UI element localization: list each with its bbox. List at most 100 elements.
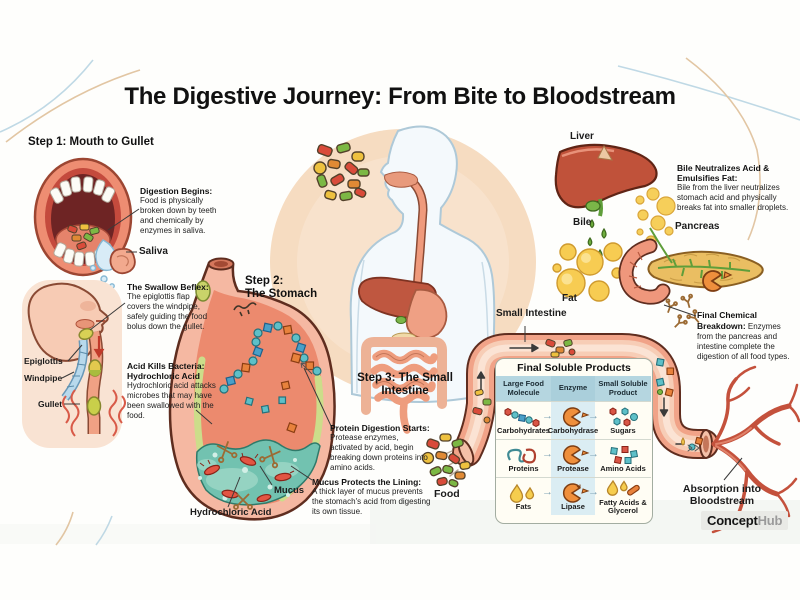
mouth-illustration [33, 157, 136, 289]
intestine-tube [442, 333, 719, 477]
carbohydrate-chain-icon [504, 407, 539, 427]
annotation-acid-heading: Acid Kills Bacteria: Hydrochloric Acid [127, 361, 205, 382]
annotation-bile: Bile Neutralizes Acid & Emulsifies Fat: … [677, 163, 793, 213]
annotation-protein-heading: Protein Digestion Starts: [330, 423, 430, 433]
blood-vessels [711, 365, 800, 534]
annotation-acid: Acid Kills Bacteria: Hydrochloric Acid H… [127, 361, 227, 421]
liver-illustration [554, 143, 658, 260]
table-header-molecule: Large Food Molecule [496, 376, 551, 401]
table-arrow-icon: → [542, 410, 553, 422]
protease-enzyme-icon [562, 444, 590, 465]
enzyme-pacman [702, 270, 723, 292]
enzyme-squiggle [233, 302, 257, 317]
fat-label: Fat [562, 293, 577, 304]
annotation-final-heading: Final Chemical Breakdown: [697, 310, 757, 331]
table-row-carbohydrates-molecule: Carbohydrates [496, 401, 551, 439]
leader-protein [303, 367, 333, 429]
food-on-tongue [67, 223, 100, 251]
emulsified-fat-bubbles [635, 187, 676, 247]
annotation-protein: Protein Digestion Starts: Protease enzym… [330, 423, 432, 473]
fat-droplets [552, 242, 623, 302]
hydrochloric-acid-label: Hydrochloric Acid [190, 507, 272, 518]
mucus-label: Mucus [274, 485, 305, 496]
annotation-swallow-heading: The Swallow Beflex: [127, 282, 209, 292]
carbohydrase-enzyme-icon [562, 406, 590, 427]
food-bolus-2 [86, 396, 102, 416]
bile-label: Bile [573, 217, 592, 228]
table-arrow-icon: → [588, 486, 599, 498]
annotation-acid-body: Hydrochloric acid attacks microbes that … [127, 381, 216, 420]
page-title: The Digestive Journey: From Bite to Bloo… [124, 83, 676, 110]
liver-label: Liver [570, 131, 594, 142]
tube-food-bits [472, 338, 576, 424]
table-header-product: Small Soluble Product [595, 376, 651, 401]
table-arrow-icon: → [588, 448, 599, 460]
table-row-proteins-enzyme: Protease [551, 439, 595, 477]
leader-windpipe [61, 371, 75, 379]
annotation-bile-heading: Bile Neutralizes Acid & Emulsifies Fat: [677, 163, 770, 184]
table-arrow-icon: → [542, 486, 553, 498]
table-row-proteins-molecule: Proteins [496, 439, 551, 477]
head-cross-section [22, 280, 126, 448]
annotation-swallow-body: The epiglottis flap covers the windpipe,… [127, 292, 208, 331]
tongue-profile [75, 319, 95, 329]
stomach-illustration [168, 257, 336, 521]
logo-text-light: Hub [757, 513, 783, 528]
nasal-cavity [80, 301, 96, 311]
table-row-carbohydrates-product: Sugars [595, 401, 651, 439]
leader-mucus-label [259, 465, 273, 486]
annotation-swallow: The Swallow Beflex: The epiglottis flap … [127, 282, 213, 332]
enzyme-wedge [723, 271, 733, 279]
table-title: Final Soluble Products [517, 362, 631, 374]
fatty-acids-glycerol-icon [606, 479, 640, 496]
step1-heading: Step 1: Mouth to Gullet [28, 136, 154, 148]
food-label: Food [434, 488, 460, 500]
leader-hydrochloric [227, 476, 241, 508]
food-bolus-entering [195, 280, 211, 302]
chewed-food-cluster [313, 142, 370, 202]
annotation-mucus-body: A thick layer of mucus prevents the stom… [312, 487, 431, 516]
annotation-digestion-body: Food is physically broken down by teeth … [140, 196, 217, 235]
annotation-bile-body: Bile from the liver neutralizes stomach … [677, 183, 789, 212]
decorative-curves [0, 57, 800, 546]
figure-mouth-cavity [384, 171, 419, 188]
table-row-proteins-product: Amino Acids [595, 439, 651, 477]
table-header-enzyme: Enzyme [551, 376, 595, 401]
swallow-arrow [93, 336, 105, 359]
enzyme-scissors [216, 441, 281, 510]
salivary-gland [109, 248, 136, 275]
leader-lines [61, 208, 743, 508]
epiglottis-label: Epiglottis [24, 356, 63, 366]
table-arrow-icon: → [588, 410, 599, 422]
fats-icon [509, 483, 534, 503]
absorption-label: Absorption into Bloodstream [682, 483, 762, 507]
annotation-digestion: Digestion Begins: Food is physically bro… [140, 186, 220, 236]
annotation-mucus-heading: Mucus Protects the Lining: [312, 477, 422, 487]
leader-acid-kills [195, 409, 213, 425]
tube-molecules [655, 357, 704, 452]
step2-heading-line2: The Stomach [245, 288, 318, 301]
enzyme-y-shapes [665, 293, 700, 328]
pancreas-body [647, 250, 764, 289]
leader-epiglottis [67, 344, 83, 362]
gullet-label: Gullet [38, 399, 63, 409]
table-row-fats-enzyme: Lipase [551, 477, 595, 515]
acid-bubbles [198, 452, 297, 501]
leader-swallow [89, 302, 126, 331]
saliva-label: Saliva [139, 246, 168, 257]
human-figure-illustration [349, 125, 496, 434]
epiglottis-flap [78, 327, 94, 341]
pancreas-illustration [618, 227, 764, 305]
protein-tangle-icon [506, 448, 536, 464]
upper-teeth [49, 176, 116, 204]
loose-molecules [244, 352, 302, 434]
final-soluble-products-panel: Final Soluble Products Large Food Molecu… [495, 358, 653, 524]
leader-digestion [107, 208, 140, 231]
step3-heading: Step 3: The Small Intestine [357, 372, 453, 398]
bile-duct [598, 198, 603, 217]
leader-final-chem [663, 304, 697, 317]
sugars-icon [609, 406, 638, 427]
windpipe-label: Windpipe [24, 373, 63, 383]
figure-gallbladder [395, 316, 407, 324]
